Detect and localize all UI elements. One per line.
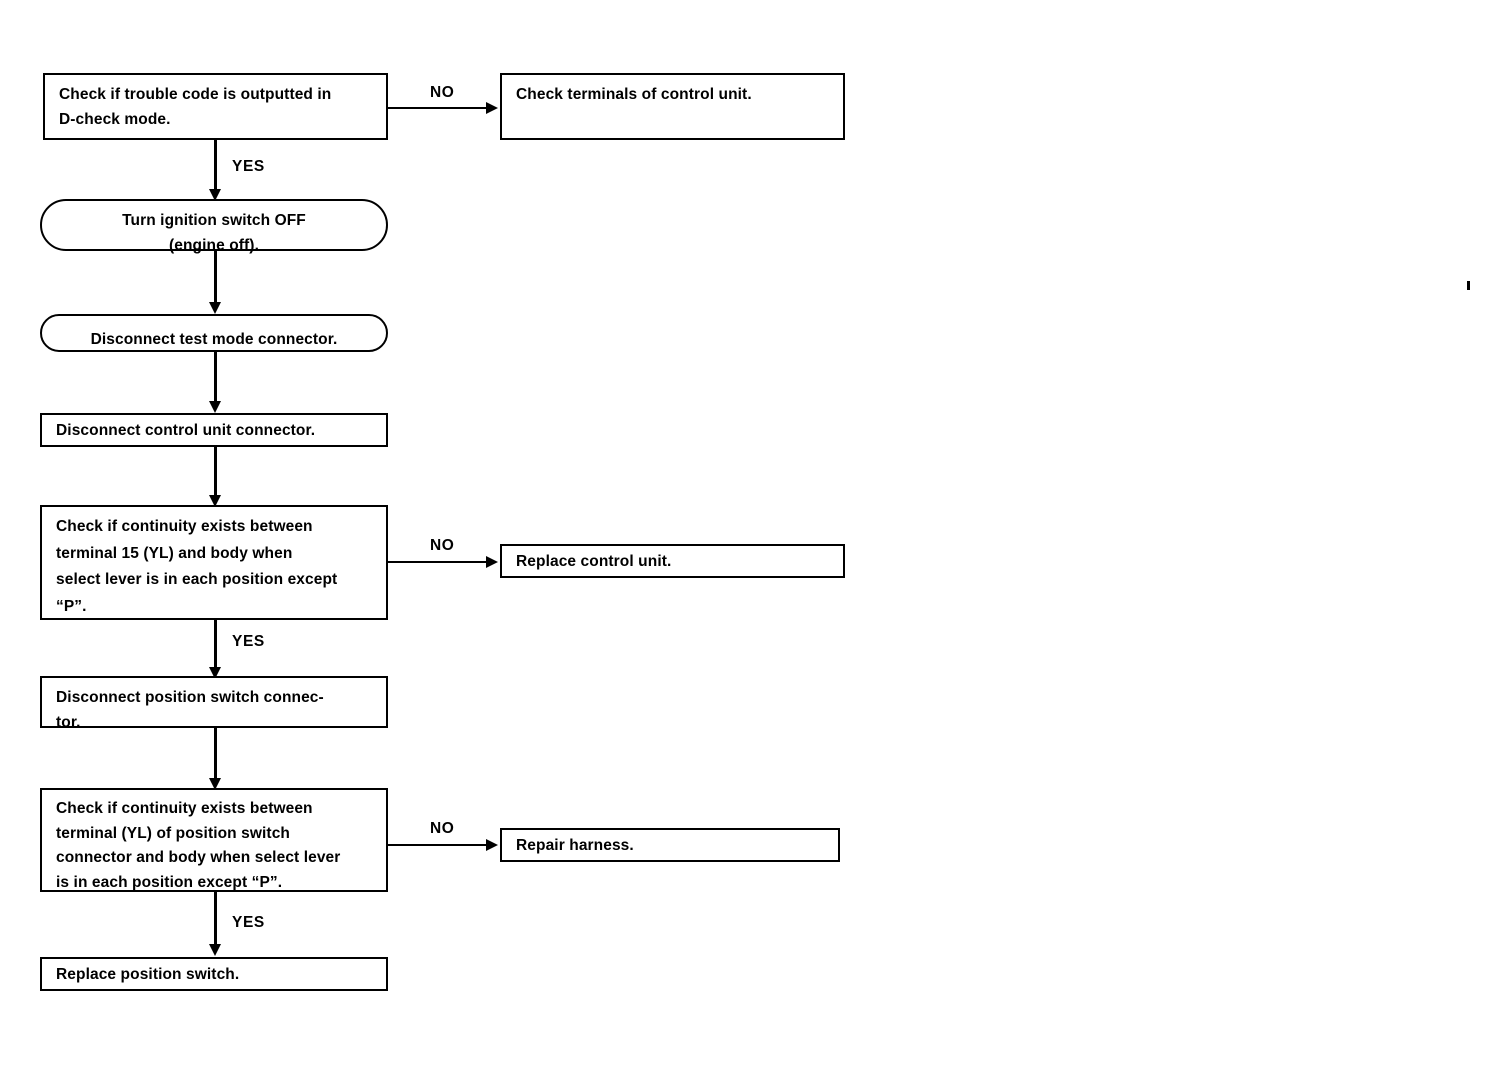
connector-yes-3: [214, 892, 217, 947]
connector-yes-2: [214, 620, 217, 675]
node-disconnect-position-switch-connector: Disconnect position switch connec- tor.: [40, 676, 388, 731]
node-check-continuity-position-switch: Check if continuity exists between termi…: [40, 788, 388, 892]
arrowhead-2-to-3: [208, 302, 221, 314]
arrowhead-3-to-4: [208, 401, 221, 413]
arrowhead-no-1: [486, 101, 498, 114]
node-disconnect-control-unit-connector: Disconnect control unit connector.: [40, 413, 388, 447]
connector-6-to-7: [214, 728, 217, 786]
connector-no-2: [388, 560, 488, 563]
branch-label-yes-2: YES: [232, 633, 265, 650]
connector-2-to-3: [214, 251, 217, 310]
print-artifact-mark: [1467, 281, 1470, 290]
node-check-terminals-control-unit: Check terminals of control unit.: [500, 73, 845, 140]
branch-label-no-3: NO: [430, 820, 455, 837]
branch-label-yes-3: YES: [232, 914, 265, 931]
node-check-continuity-terminal-15: Check if continuity exists between termi…: [40, 505, 388, 620]
arrowhead-yes-3: [208, 944, 221, 956]
connector-no-1: [388, 106, 488, 109]
arrowhead-no-2: [486, 555, 498, 568]
node-repair-harness: Repair harness.: [500, 828, 840, 862]
arrowhead-4-to-5: [208, 495, 221, 507]
branch-label-no-2: NO: [430, 537, 455, 554]
node-replace-control-unit: Replace control unit.: [500, 544, 845, 578]
node-check-trouble-code: Check if trouble code is outputted in D-…: [43, 73, 388, 140]
node-replace-position-switch: Replace position switch.: [40, 957, 388, 991]
branch-label-no-1: NO: [430, 84, 455, 101]
connector-yes-1: [214, 140, 217, 197]
connector-4-to-5: [214, 447, 217, 503]
node-disconnect-test-mode-connector: Disconnect test mode connector.: [40, 314, 388, 352]
connector-no-3: [388, 843, 488, 846]
arrowhead-no-3: [486, 838, 498, 851]
arrowhead-6-to-7: [208, 778, 221, 790]
arrowhead-yes-1: [208, 189, 221, 201]
connector-3-to-4: [214, 352, 217, 409]
node-turn-ignition-off: Turn ignition switch OFF (engine off).: [40, 199, 388, 254]
branch-label-yes-1: YES: [232, 158, 265, 175]
